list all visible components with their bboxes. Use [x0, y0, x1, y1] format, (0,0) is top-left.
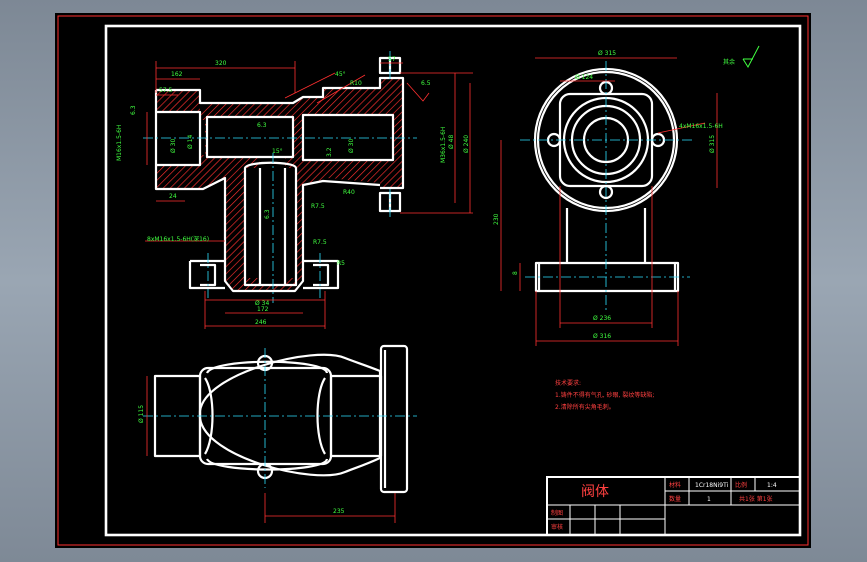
tech-line-2: 2.清除所有尖角毛刺。: [555, 403, 615, 411]
dim-24: 24: [169, 193, 177, 200]
tb-quantity-value: 1: [707, 496, 711, 503]
dim-57-5: 57.5: [159, 87, 173, 94]
tb-material-value: 1Cr18Ni9Ti: [695, 482, 729, 489]
dim-6-5: 6.5: [421, 80, 431, 87]
tb-scale-value: 1:4: [767, 482, 777, 489]
dim-d30b: Ø 30: [348, 139, 355, 153]
tb-sheet: 共1张 第1张: [739, 495, 773, 503]
dim-8: 8: [512, 271, 519, 275]
tb-scale-label: 比例: [735, 481, 747, 489]
drawing-sheet: 320 162 57.5 6.3 M16x1.5-6H Ø 30 Ø 14 45…: [55, 13, 811, 548]
tech-requirements: 技术要求: 1.铸件不得有气孔, 砂眼, 裂纹等缺陷; 2.清除所有尖角毛刺。: [555, 379, 654, 411]
tb-drawn-label: 制图: [551, 509, 563, 517]
dim-r10a: R10: [350, 80, 362, 87]
dim-246: 246: [255, 319, 267, 326]
dim-d315a: Ø 315: [598, 50, 616, 57]
drawing-title: 阀体: [581, 484, 609, 500]
dim-172: 172: [257, 306, 269, 313]
tech-line-1: 1.铸件不得有气孔, 砂眼, 裂纹等缺陷;: [555, 391, 654, 399]
top-view: Ø 115 235: [138, 344, 417, 523]
tb-checked-label: 审核: [551, 523, 563, 531]
dim-6-3c: 6.3: [264, 209, 271, 219]
dim-3-2: 3.2: [326, 147, 333, 157]
dim-8xm16: 8xM16x1.5-6H(深16): [147, 235, 209, 243]
dim-57: 57: [388, 56, 396, 63]
dim-230: 230: [493, 213, 500, 225]
dim-d34: Ø 34: [255, 300, 269, 307]
tb-quantity-label: 数量: [669, 495, 681, 503]
side-view: Ø 315 Ø 124 4xM16x1.5-6H Ø 315 Ø 236 Ø 3…: [493, 45, 760, 346]
dim-4xm16: 4xM16x1.5-6H: [679, 123, 723, 130]
dim-162: 162: [171, 71, 183, 78]
roughness-note: 其余: [723, 58, 735, 66]
dim-r7-5a: R7.5: [311, 203, 325, 210]
dim-6-3a: 6.3: [130, 105, 137, 115]
front-section-view: 320 162 57.5 6.3 M16x1.5-6H Ø 30 Ø 14 45…: [116, 51, 473, 329]
dim-d315b: Ø 315: [709, 135, 716, 153]
dim-6-3b: 6.3: [257, 122, 267, 129]
dim-d48: Ø 48: [448, 135, 455, 149]
inner-frame: [104, 24, 802, 537]
dim-15deg: 15°: [272, 148, 283, 155]
tech-heading: 技术要求:: [555, 379, 581, 387]
dim-45deg: 45°: [335, 71, 346, 78]
dim-d30a: Ø 30: [170, 139, 177, 153]
outer-border: [57, 15, 809, 546]
dim-r5: R5: [337, 260, 345, 267]
drawing-canvas: 320 162 57.5 6.3 M16x1.5-6H Ø 30 Ø 14 45…: [57, 15, 809, 546]
dim-d14: Ø 14: [187, 135, 194, 149]
dim-d124: Ø 124: [575, 74, 593, 81]
dim-d316: Ø 316: [593, 333, 611, 340]
dim-d115: Ø 115: [138, 405, 145, 423]
dim-d240: Ø 240: [463, 135, 470, 153]
dim-320: 320: [215, 60, 227, 67]
dim-r40: R40: [343, 189, 355, 196]
dim-r7-5b: R7.5: [313, 239, 327, 246]
dim-d236: Ø 236: [593, 315, 611, 322]
dim-m16: M16x1.5-6H: [116, 125, 123, 161]
dim-235: 235: [333, 508, 345, 515]
tb-material-label: 材料: [669, 481, 681, 489]
title-block: 阀体 材料 1Cr18Ni9Ti 比例 1:4 数量 1 共1张 第1张 制图 …: [546, 476, 801, 536]
dim-m36: M36x1.5-6H: [440, 127, 447, 163]
